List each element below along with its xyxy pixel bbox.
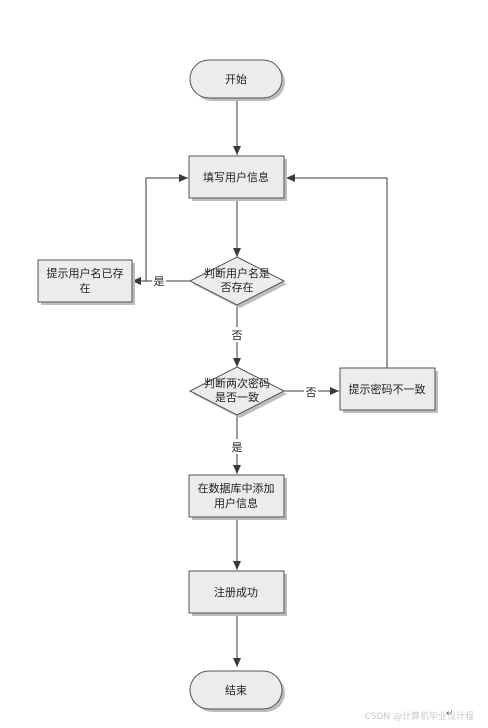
check-user-line-1: 判断用户名是	[204, 266, 270, 280]
add-to-database-box: 在数据库中添加 用户信息	[188, 474, 287, 520]
user-exists-line-1: 提示用户名已存	[47, 266, 124, 280]
check-user-line-2: 否存在	[221, 280, 254, 294]
edge-labels: 是 否 否 是	[152, 273, 318, 454]
user-exists-prompt-box: 提示用户名已存 在	[37, 259, 135, 305]
add-db-line-2: 用户信息	[214, 496, 258, 510]
edge-exists-loop-back	[145, 174, 188, 281]
password-mismatch-prompt-box: 提示密码不一致	[339, 367, 438, 413]
csdn-watermark: CSDN @计算机毕业设计程	[364, 712, 474, 722]
user-exists-line-2: 在	[80, 282, 91, 295]
edge-label-yes-match: 是	[232, 441, 243, 454]
edge-label-no-match: 否	[306, 386, 317, 399]
edge-label-no-exists: 否	[232, 329, 243, 342]
fill-user-info-label: 填写用户信息	[203, 170, 269, 184]
register-success-box: 注册成功	[188, 570, 287, 616]
password-mismatch-label: 提示密码不一致	[349, 382, 426, 396]
text-cursor-mark: ↵	[446, 709, 454, 719]
add-db-line-1: 在数据库中添加	[198, 481, 275, 495]
edge-mismatch-loop-back	[286, 174, 388, 368]
check-pwd-line-1: 判断两次密码	[204, 376, 270, 390]
check-pwd-line-2: 是否一致	[215, 390, 259, 404]
start-label: 开始	[225, 72, 247, 86]
start-terminator: 开始	[189, 59, 285, 101]
fill-user-info-box: 填写用户信息	[188, 155, 287, 201]
end-label: 结束	[225, 684, 247, 697]
end-terminator: 结束	[189, 670, 285, 712]
check-user-exists-decision: 判断用户名是 否存在	[188, 256, 287, 308]
register-success-label: 注册成功	[214, 585, 258, 599]
check-password-decision: 判断两次密码 是否一致	[188, 366, 287, 418]
edge-label-yes-exists: 是	[154, 275, 165, 288]
